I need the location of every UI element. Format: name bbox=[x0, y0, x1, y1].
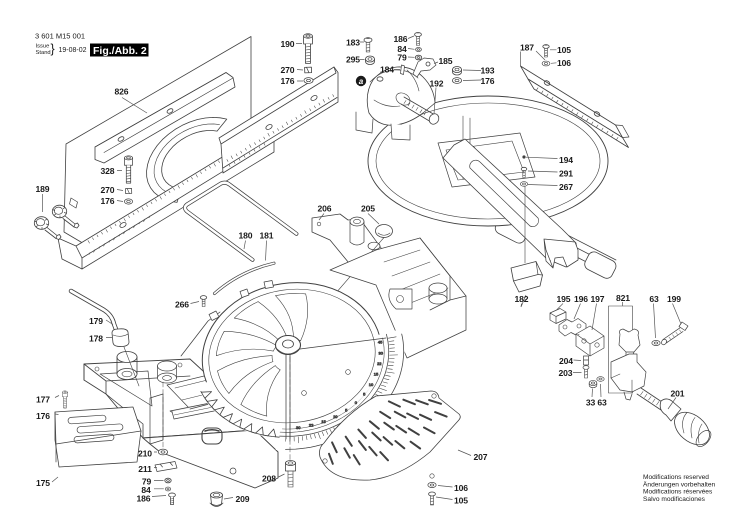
svg-text:208: 208 bbox=[262, 474, 276, 484]
svg-text:189: 189 bbox=[36, 184, 50, 194]
svg-text:176: 176 bbox=[481, 76, 495, 86]
svg-text:211: 211 bbox=[138, 464, 152, 474]
svg-text:Fig./Abb. 2: Fig./Abb. 2 bbox=[93, 45, 147, 57]
svg-text:84: 84 bbox=[141, 485, 151, 495]
svg-text:45: 45 bbox=[378, 340, 383, 345]
svg-text:63: 63 bbox=[597, 398, 607, 408]
svg-text:210: 210 bbox=[138, 449, 152, 459]
svg-text:196: 196 bbox=[574, 294, 588, 304]
svg-text:19-08-02: 19-08-02 bbox=[59, 47, 87, 54]
svg-text:328: 328 bbox=[101, 166, 115, 176]
svg-text:15: 15 bbox=[321, 419, 326, 424]
svg-text:197: 197 bbox=[591, 294, 605, 304]
svg-text:176: 176 bbox=[281, 76, 295, 86]
svg-text:176: 176 bbox=[101, 196, 115, 206]
svg-text:821: 821 bbox=[616, 293, 630, 303]
svg-text:105: 105 bbox=[557, 45, 571, 55]
svg-text:184: 184 bbox=[380, 65, 394, 75]
svg-text:Salvo modificaciones: Salvo modificaciones bbox=[643, 496, 706, 503]
svg-text:5: 5 bbox=[363, 391, 366, 396]
svg-text:203: 203 bbox=[559, 368, 573, 378]
svg-text:Änderungen vorbehalten: Änderungen vorbehalten bbox=[643, 480, 716, 488]
svg-text:30: 30 bbox=[296, 425, 301, 430]
svg-text:Modifications reserved: Modifications reserved bbox=[643, 474, 709, 481]
svg-text:176: 176 bbox=[36, 411, 50, 421]
svg-text:266: 266 bbox=[175, 300, 189, 310]
svg-text:194: 194 bbox=[559, 155, 573, 165]
svg-text:291: 291 bbox=[559, 169, 573, 179]
svg-text:10: 10 bbox=[369, 382, 374, 387]
svg-text:a: a bbox=[359, 77, 364, 86]
svg-text:295: 295 bbox=[346, 55, 360, 65]
svg-text:182: 182 bbox=[515, 294, 529, 304]
svg-text:270: 270 bbox=[101, 185, 115, 195]
svg-text:106: 106 bbox=[454, 483, 468, 493]
svg-text:3 601 M15 001: 3 601 M15 001 bbox=[35, 32, 85, 41]
svg-text:63: 63 bbox=[649, 294, 659, 304]
svg-text:84: 84 bbox=[397, 44, 407, 54]
svg-text:207: 207 bbox=[474, 452, 488, 462]
svg-text:79: 79 bbox=[397, 53, 407, 63]
svg-text:179: 179 bbox=[89, 316, 103, 326]
svg-text:181: 181 bbox=[260, 231, 274, 241]
svg-text:187: 187 bbox=[520, 43, 534, 53]
svg-text:206: 206 bbox=[318, 204, 332, 214]
svg-text:177: 177 bbox=[36, 395, 50, 405]
svg-text:199: 199 bbox=[667, 294, 681, 304]
svg-text:183: 183 bbox=[346, 38, 360, 48]
svg-text:204: 204 bbox=[559, 356, 573, 366]
svg-text:192: 192 bbox=[430, 79, 444, 89]
svg-text:22: 22 bbox=[377, 361, 382, 366]
svg-text:}: } bbox=[51, 42, 55, 56]
svg-text:0: 0 bbox=[355, 400, 358, 405]
svg-text:185: 185 bbox=[439, 56, 453, 66]
svg-text:106: 106 bbox=[557, 58, 571, 68]
svg-text:195: 195 bbox=[557, 294, 571, 304]
svg-text:Stand: Stand bbox=[36, 50, 51, 56]
svg-text:186: 186 bbox=[137, 494, 151, 504]
svg-text:175: 175 bbox=[36, 478, 50, 488]
svg-text:Issue: Issue bbox=[36, 44, 50, 50]
svg-text:270: 270 bbox=[281, 65, 295, 75]
svg-text:267: 267 bbox=[559, 182, 573, 192]
svg-text:79: 79 bbox=[142, 477, 152, 487]
svg-text:15: 15 bbox=[374, 372, 379, 377]
svg-text:826: 826 bbox=[115, 87, 129, 97]
svg-text:22: 22 bbox=[309, 423, 314, 428]
svg-text:209: 209 bbox=[236, 494, 250, 504]
svg-text:5: 5 bbox=[345, 408, 348, 413]
svg-text:193: 193 bbox=[481, 66, 495, 76]
svg-text:186: 186 bbox=[394, 34, 408, 44]
svg-text:201: 201 bbox=[671, 389, 685, 399]
svg-text:105: 105 bbox=[454, 496, 468, 506]
svg-text:10: 10 bbox=[333, 414, 338, 419]
svg-text:190: 190 bbox=[281, 39, 295, 49]
svg-text:205: 205 bbox=[361, 204, 375, 214]
svg-text:Modifications réservées: Modifications réservées bbox=[643, 489, 713, 496]
svg-text:33: 33 bbox=[586, 398, 596, 408]
svg-text:178: 178 bbox=[89, 334, 103, 344]
svg-text:30: 30 bbox=[378, 350, 383, 355]
svg-text:180: 180 bbox=[239, 231, 253, 241]
